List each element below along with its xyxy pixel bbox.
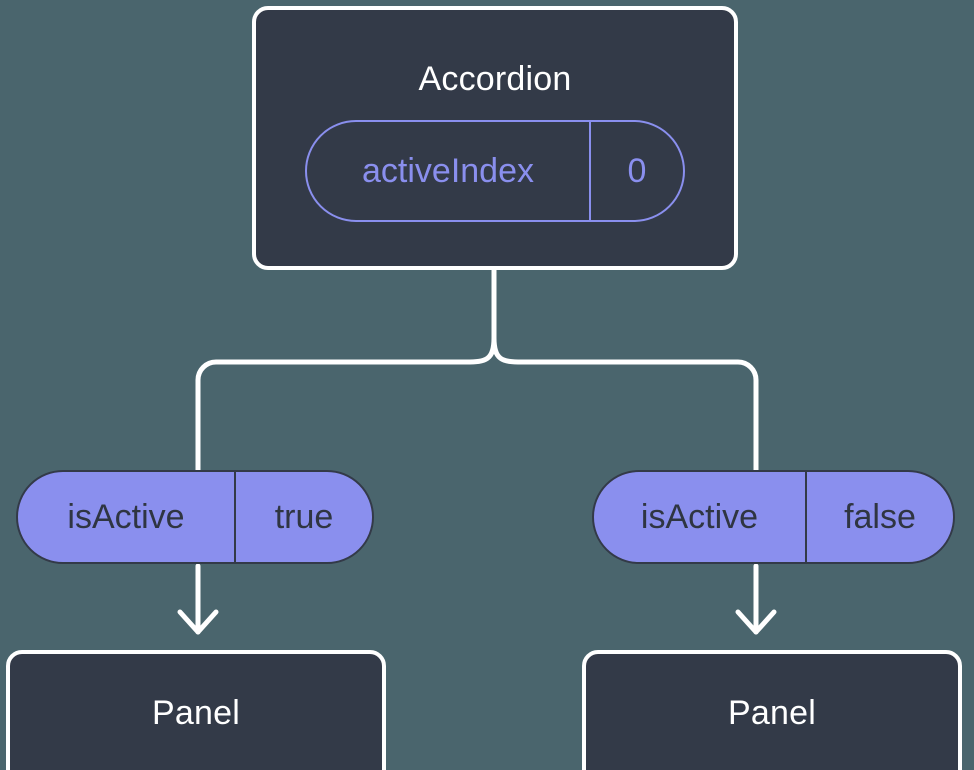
is-active-true-value: true <box>234 472 372 562</box>
arrow-head-left-icon <box>177 609 219 635</box>
panel-node-right[interactable]: Panel <box>582 650 962 770</box>
panel-node-left-title: Panel <box>152 694 240 732</box>
is-active-true-key: isActive <box>67 497 185 536</box>
is-active-false-key: isActive <box>640 497 759 536</box>
active-index-state-pill[interactable]: activeIndex 0 <box>305 120 685 222</box>
active-index-value: 0 <box>589 122 683 220</box>
panel-node-left[interactable]: Panel <box>6 650 386 770</box>
is-active-true-pill[interactable]: isActive true <box>16 470 374 564</box>
is-active-false-value: false <box>805 472 953 562</box>
is-active-false-pill[interactable]: isActive false <box>592 470 955 564</box>
arrow-head-right-icon <box>735 609 777 635</box>
accordion-node-title: Accordion <box>418 60 572 98</box>
active-index-key: activeIndex <box>362 151 534 190</box>
branch-connector-left <box>195 335 497 473</box>
branch-connector-right <box>491 335 759 473</box>
panel-node-right-title: Panel <box>728 694 816 732</box>
